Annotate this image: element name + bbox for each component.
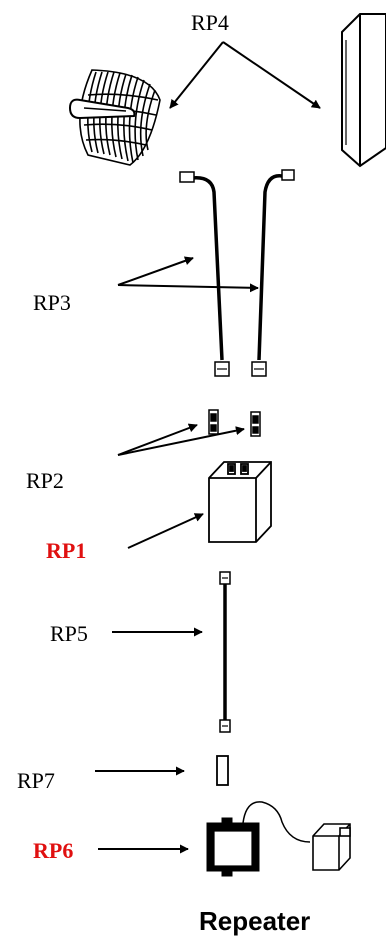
rp1-arrow xyxy=(127,513,204,549)
label-rp3: RP3 xyxy=(33,290,71,315)
power-cord-icon xyxy=(242,801,311,843)
label-rp6: RP6 xyxy=(33,838,74,863)
small-adapter-icon xyxy=(216,755,229,786)
rp2-arrows xyxy=(117,423,245,456)
antenna-cable-left-icon xyxy=(179,171,230,377)
adapter-connectors-icon xyxy=(208,409,261,437)
label-rp5: RP5 xyxy=(50,621,88,646)
antenna-cable-right-icon xyxy=(251,169,295,377)
diagram-title: Repeater xyxy=(199,906,311,936)
power-adapter-icon xyxy=(312,823,351,871)
power-injector-icon xyxy=(206,817,260,877)
repeater-unit-icon xyxy=(208,461,272,543)
rp4-arrows xyxy=(169,41,321,109)
label-rp7: RP7 xyxy=(17,768,55,793)
rp3-arrows xyxy=(117,256,259,293)
label-rp2: RP2 xyxy=(26,468,64,493)
network-cable-icon xyxy=(219,571,231,733)
label-rp1: RP1 xyxy=(46,538,87,563)
label-rp4: RP4 xyxy=(191,10,229,35)
grid-antenna-icon xyxy=(68,69,161,166)
panel-antenna-icon xyxy=(341,13,386,168)
